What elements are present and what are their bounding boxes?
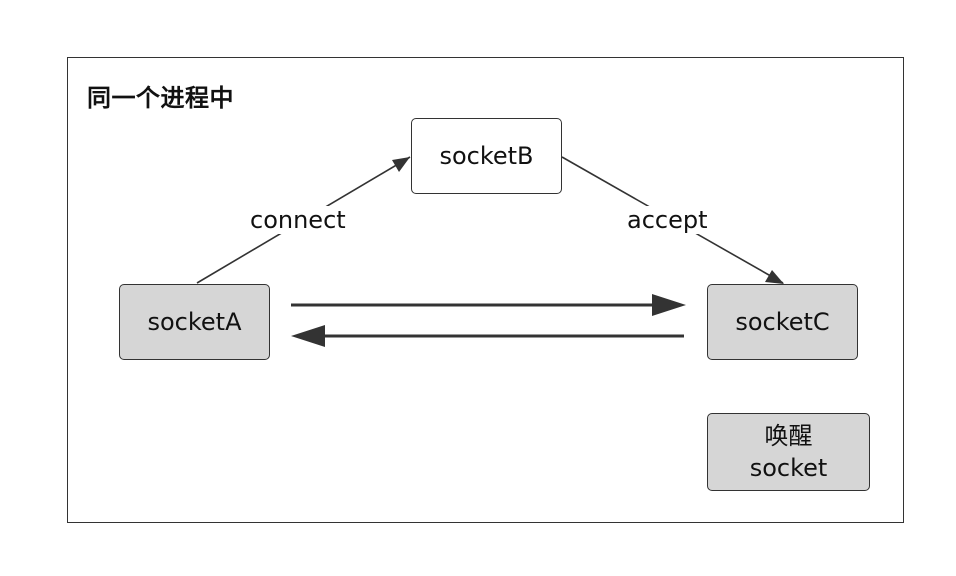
- socketA-node: socketA: [119, 284, 270, 360]
- socketC-label: socketC: [735, 308, 830, 336]
- accept-arrowhead: [765, 270, 784, 284]
- socketB-node: socketB: [411, 118, 562, 194]
- wake-socket-node: 唤醒 socket: [707, 413, 870, 491]
- accept-label: accept: [625, 206, 710, 234]
- a-to-c-arrowhead: [652, 294, 686, 316]
- socketC-node: socketC: [707, 284, 858, 360]
- c-to-a-arrowhead: [291, 325, 325, 347]
- wake-socket-label-line1: 唤醒: [764, 422, 813, 450]
- container-title: 同一个进程中: [87, 84, 234, 112]
- socketA-label: socketA: [147, 308, 242, 336]
- connect-label: connect: [248, 206, 348, 234]
- wake-socket-label-line2: socket: [749, 454, 828, 482]
- connect-arrowhead: [392, 157, 410, 172]
- socketB-label: socketB: [439, 142, 534, 170]
